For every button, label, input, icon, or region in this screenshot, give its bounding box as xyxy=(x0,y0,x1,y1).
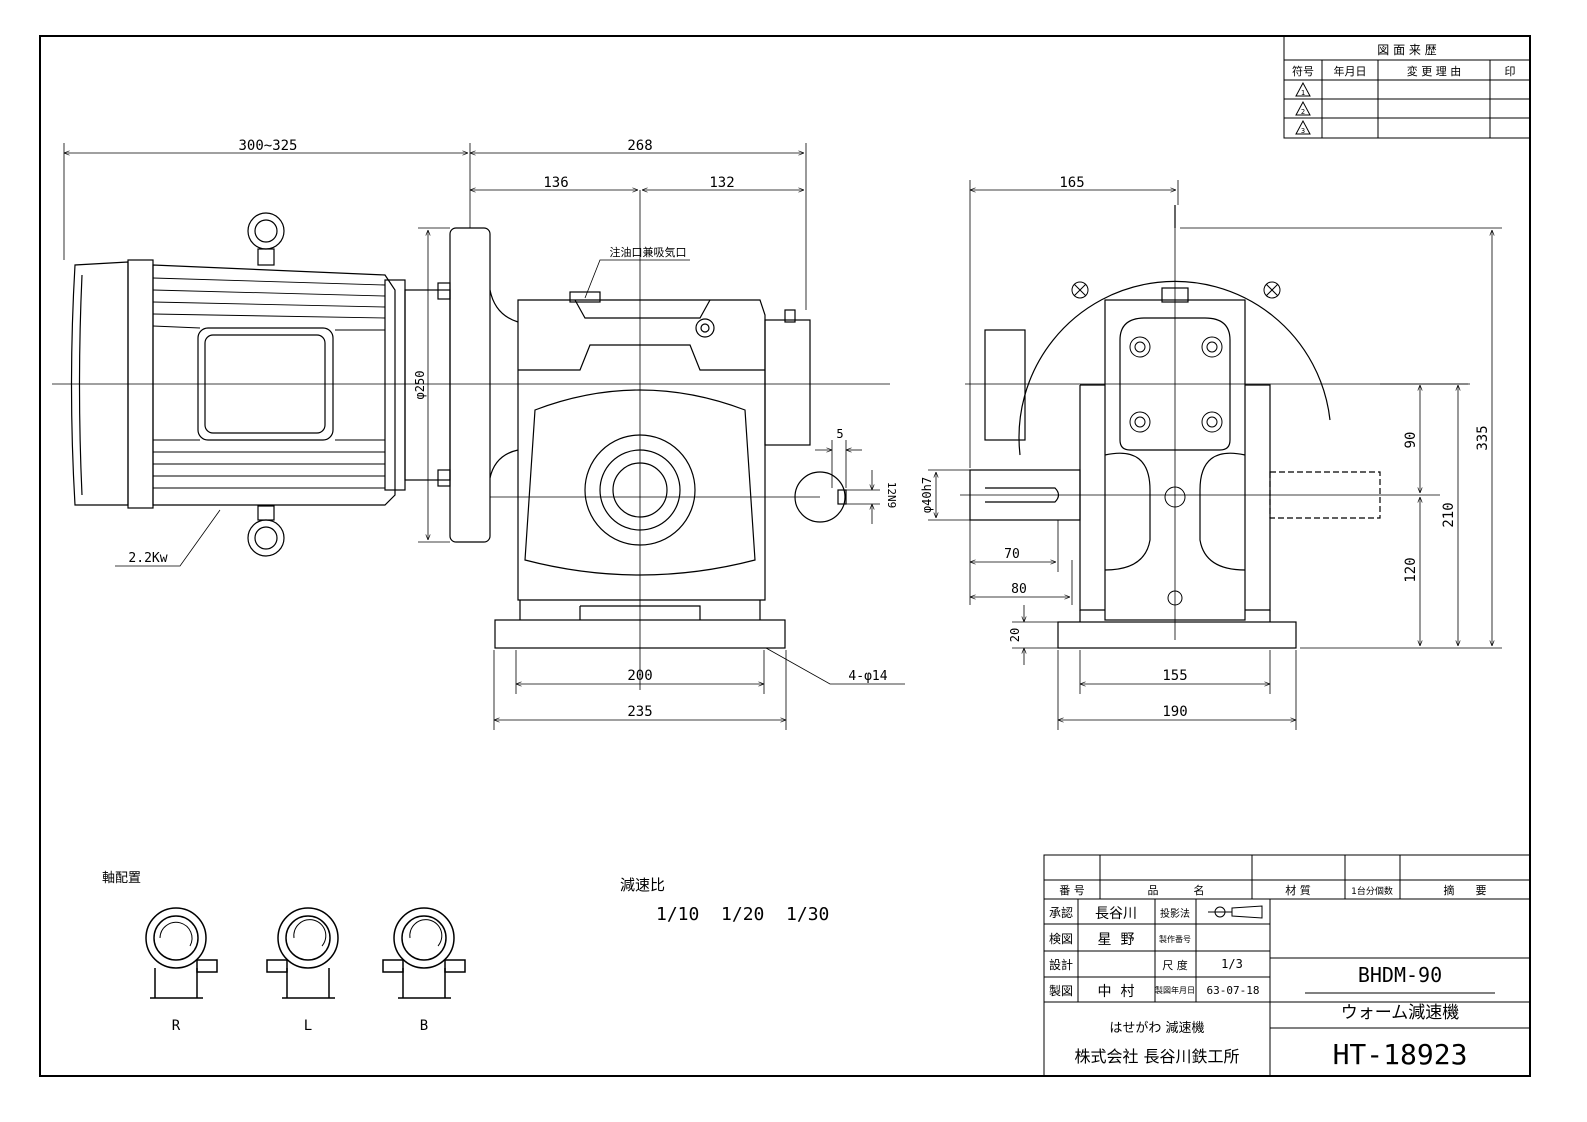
tb-approve-label: 承認 xyxy=(1049,905,1073,920)
side-view xyxy=(960,205,1470,649)
dim-235: 235 xyxy=(627,704,652,720)
tb-company: 株式会社 長谷川鉄工所 xyxy=(1074,1047,1239,1066)
dim-136: 136 xyxy=(543,175,568,191)
tb-draw-label: 製図 xyxy=(1049,984,1073,998)
dim-key-height: 12N9 xyxy=(885,482,898,509)
revision-header-reason: 変 更 理 由 xyxy=(1407,64,1462,78)
dim-phi250: φ250 xyxy=(413,371,427,400)
dim-oil-port: 注油口兼吸気口 xyxy=(610,245,687,259)
ratio-values: 1/10 1/20 1/30 xyxy=(656,904,829,925)
dim-268: 268 xyxy=(627,138,652,154)
dim-phi40: φ40h7 xyxy=(920,477,934,513)
revision-header-mark: 符号 xyxy=(1292,65,1314,78)
dim-90: 90 xyxy=(1403,432,1419,449)
dim-335: 335 xyxy=(1475,425,1491,450)
dim-155: 155 xyxy=(1162,668,1187,684)
axis-label-r: R xyxy=(172,1018,181,1034)
dim-165: 165 xyxy=(1059,175,1084,191)
axis-diagram-l xyxy=(266,907,339,999)
front-view xyxy=(52,190,890,690)
revision-header-date: 年月日 xyxy=(1334,64,1367,78)
axis-label-b: B xyxy=(420,1018,428,1034)
tb-scale-label: 尺 度 xyxy=(1162,958,1188,972)
tb-drawing-number: HT-18923 xyxy=(1333,1038,1468,1071)
dim-motor-length: 300~325 xyxy=(238,138,297,154)
dim-key-width: 5 xyxy=(836,427,843,441)
sheet-border xyxy=(39,35,1531,1077)
revision-table xyxy=(1283,35,1531,139)
dimension-lines xyxy=(63,143,1502,730)
tb-projection-label: 投影法 xyxy=(1160,907,1190,920)
tb-date: 63-07-18 xyxy=(1207,984,1260,997)
tb-product: ウォーム減速機 xyxy=(1341,1003,1460,1023)
revision-mark-1: 1 xyxy=(1301,89,1305,97)
tb-head-name: 品 名 xyxy=(1148,883,1205,897)
tb-design-label: 設計 xyxy=(1049,957,1073,972)
tb-head-material: 材 質 xyxy=(1285,883,1311,897)
dim-20: 20 xyxy=(1008,628,1022,642)
revision-mark-2: 2 xyxy=(1301,108,1305,116)
revision-title: 図 面 来 歴 xyxy=(1377,43,1436,57)
tb-date-label: 製図年月日 xyxy=(1155,985,1195,995)
dim-132: 132 xyxy=(709,175,734,191)
tb-mfg-no-label: 製作番号 xyxy=(1159,934,1191,944)
title-block xyxy=(1043,854,1531,1077)
dim-holes: 4-φ14 xyxy=(848,669,887,684)
axis-diagram-b xyxy=(382,907,466,999)
axis-diagram-r xyxy=(145,907,218,999)
tb-approver: 長谷川 xyxy=(1095,906,1137,922)
tb-brand: はせがわ 減速機 xyxy=(1109,1020,1204,1036)
dim-80: 80 xyxy=(1011,582,1027,597)
revision-mark-3: 3 xyxy=(1301,127,1305,135)
tb-head-number: 番 号 xyxy=(1059,884,1085,897)
dim-200: 200 xyxy=(627,668,652,684)
tb-checker: 星 野 xyxy=(1098,932,1135,948)
axis-arrangement-title: 軸配置 xyxy=(102,871,141,886)
tb-check-label: 検図 xyxy=(1049,932,1073,946)
tb-drafter: 中 村 xyxy=(1098,984,1135,1000)
dim-power: 2.2Kw xyxy=(128,551,167,566)
ratio-title: 減速比 xyxy=(620,876,665,894)
dim-190: 190 xyxy=(1162,704,1187,720)
revision-header-seal: 印 xyxy=(1505,65,1516,78)
dim-70: 70 xyxy=(1004,547,1020,562)
tb-model: BHDM-90 xyxy=(1358,963,1442,987)
dim-210: 210 xyxy=(1441,502,1457,527)
dim-120: 120 xyxy=(1403,557,1419,582)
tb-head-qty: 1台分個数 xyxy=(1351,885,1393,897)
axis-label-l: L xyxy=(304,1018,312,1034)
tb-head-note: 摘 要 xyxy=(1444,883,1487,897)
tb-scale: 1/3 xyxy=(1221,957,1243,971)
